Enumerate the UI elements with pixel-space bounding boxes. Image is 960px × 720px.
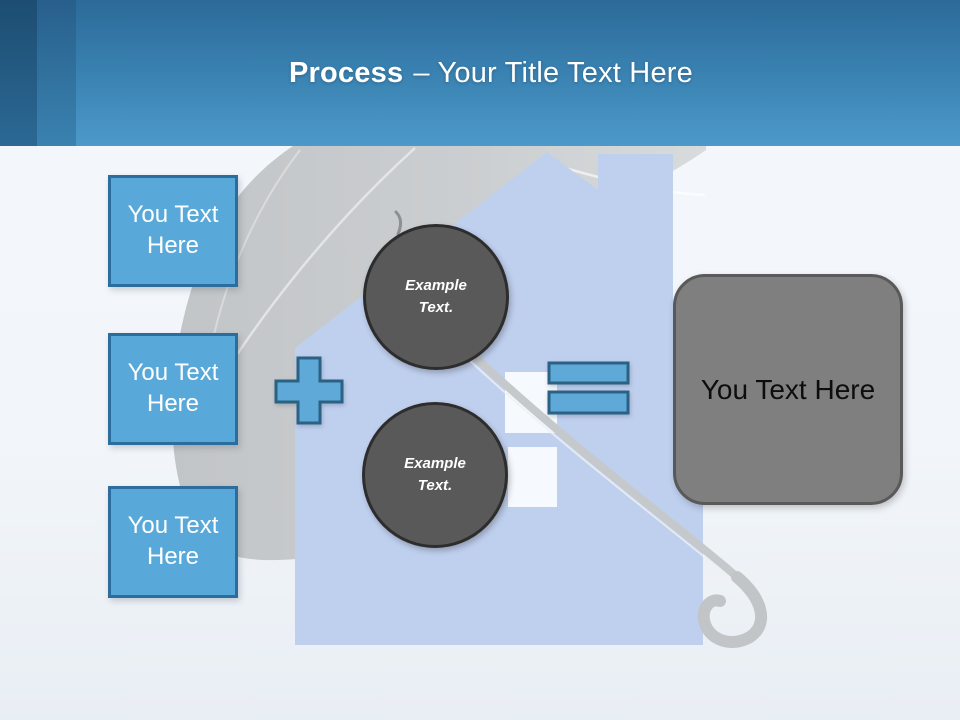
input-box-1[interactable]: You Text Here xyxy=(108,175,238,287)
slide-header: Process – Your Title Text Here xyxy=(0,0,960,146)
equals-icon xyxy=(547,361,630,415)
example-circle-1[interactable]: Example Text. xyxy=(363,224,509,370)
input-box-1-label: You Text Here xyxy=(127,201,219,259)
input-box-3[interactable]: You Text Here xyxy=(108,486,238,598)
umbrella-handle xyxy=(697,571,768,648)
example-circle-2-label: Example Text. xyxy=(404,454,466,495)
input-box-3-label: You Text Here xyxy=(127,512,219,570)
plus-icon xyxy=(274,356,344,425)
example-circle-2[interactable]: Example Text. xyxy=(362,402,508,548)
input-box-2[interactable]: You Text Here xyxy=(108,333,238,445)
result-box[interactable]: You Text Here xyxy=(673,274,903,505)
house-silhouette xyxy=(295,152,703,645)
example-circle-1-label: Example Text. xyxy=(405,276,467,317)
header-stripe-medium xyxy=(37,0,76,146)
house-window xyxy=(508,447,557,507)
input-box-2-label: You Text Here xyxy=(127,359,219,417)
umbrella-tip xyxy=(394,210,403,236)
header-stripe-dark xyxy=(0,0,37,146)
slide-title-placeholder: – Your Title Text Here xyxy=(413,56,693,89)
slide-title[interactable]: Process – Your Title Text Here xyxy=(76,0,906,146)
slide-title-keyword: Process xyxy=(289,56,404,89)
umbrella-rib-line xyxy=(544,160,706,197)
result-box-label: You Text Here xyxy=(700,373,876,405)
